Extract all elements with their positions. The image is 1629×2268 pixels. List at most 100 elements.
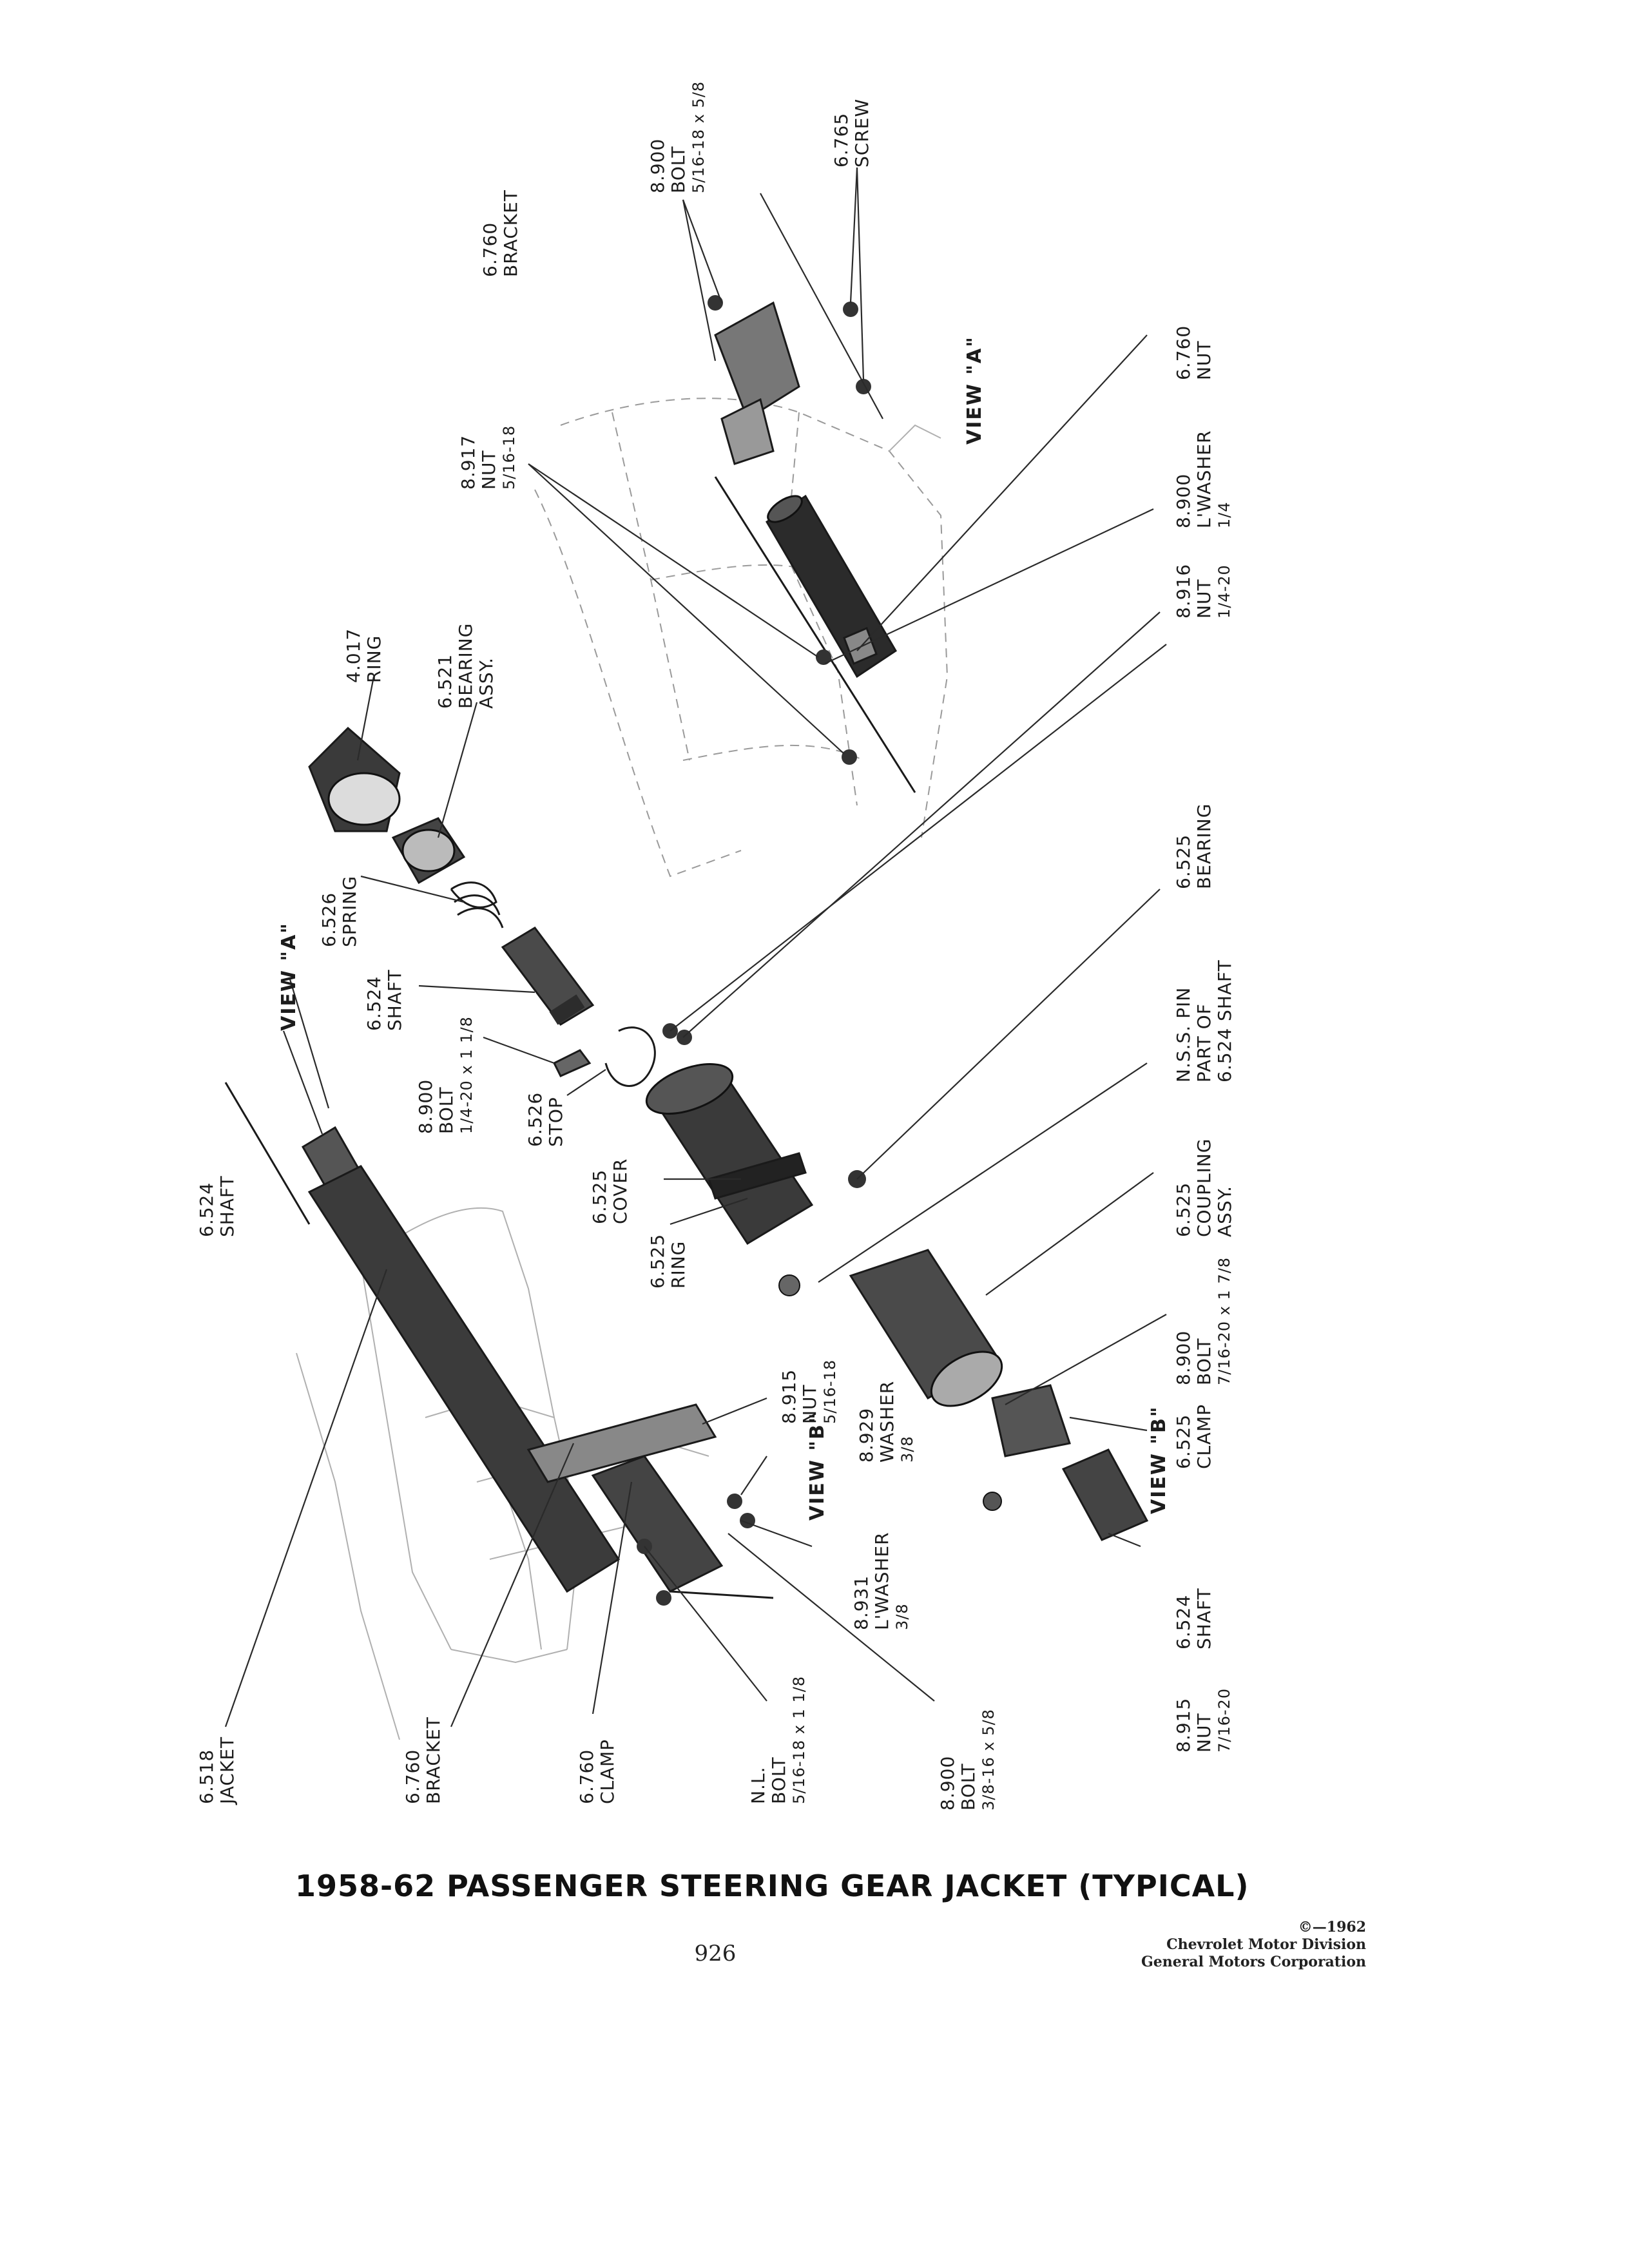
svg-text:RING: RING [668, 1241, 689, 1289]
svg-text:6.525: 6.525 [1173, 1414, 1194, 1469]
upper-column-assembly [708, 295, 916, 793]
callout-bracket-6760-top: 6.760 BRACKET [479, 189, 521, 277]
svg-text:ASSY.: ASSY. [1214, 1186, 1235, 1237]
copyright-credit: ©—1962 Chevrolet Motor Division General … [1057, 1919, 1366, 1971]
callout-bolt-8900-clamp: 8.900 BOLT 7/16-20 x 1 7/8 [1173, 1257, 1233, 1385]
svg-text:1/4: 1/4 [1215, 501, 1233, 528]
callout-bolt-nl: N.L. BOLT 5/16-18 x 1 1/8 [747, 1676, 808, 1804]
callout-ring-4017: 4.017 RING [343, 628, 385, 683]
svg-text:8.900: 8.900 [1173, 474, 1194, 528]
svg-text:6.525: 6.525 [1173, 834, 1194, 889]
svg-text:NUT: NUT [1193, 340, 1215, 380]
stop-6526-part [604, 1026, 656, 1087]
callout-clamp-6525: 6.525 CLAMP [1173, 1404, 1215, 1469]
svg-text:6.524: 6.524 [196, 1182, 217, 1237]
lower-column-assembly [224, 1082, 774, 1606]
svg-text:8.931: 8.931 [851, 1575, 872, 1630]
view-b-label-right: VIEW "B" [1148, 1405, 1170, 1514]
leader-lines [224, 167, 1167, 1727]
callout-nut-8915-mid: 8.915 NUT 5/16-18 [778, 1360, 839, 1424]
copyright-year: ©—1962 [1298, 1919, 1366, 1936]
svg-text:8.929: 8.929 [856, 1408, 877, 1463]
callout-nss-pin: N.S.S. PIN PART OF 6.524 SHAFT [1173, 959, 1235, 1082]
jacket-upper-tube [765, 494, 898, 678]
callout-nut-8917: 8.917 NUT 5/16-18 [458, 425, 518, 490]
svg-text:8.916: 8.916 [1173, 564, 1194, 619]
coupling-assembly [645, 1063, 1149, 1541]
svg-text:8.915: 8.915 [1173, 1698, 1194, 1753]
svg-text:CLAMP: CLAMP [1193, 1404, 1215, 1469]
callout-bearing-6525: 6.525 BEARING [1173, 803, 1215, 889]
callout-cover-6525: 6.525 COVER [589, 1158, 631, 1224]
view-a-label-left: VIEW "A" [278, 922, 300, 1031]
svg-text:SCREW: SCREW [851, 99, 872, 168]
svg-text:6.760: 6.760 [402, 1749, 423, 1804]
credit-line-1: Chevrolet Motor Division [1166, 1936, 1366, 1953]
callout-bolt-8900-stop: 8.900 BOLT 1/4-20 x 1 1/8 [415, 1016, 476, 1134]
svg-text:N.S.S. PIN: N.S.S. PIN [1173, 987, 1194, 1082]
svg-text:COVER: COVER [610, 1158, 631, 1224]
svg-text:BOLT: BOLT [1193, 1338, 1215, 1385]
jacket-upper-end [767, 495, 803, 523]
jacket-6518-part [307, 1165, 621, 1593]
svg-text:BRACKET: BRACKET [500, 189, 521, 277]
svg-text:JACKET: JACKET [217, 1736, 238, 1805]
svg-text:6.760: 6.760 [1173, 325, 1194, 380]
callout-shaft-6524-lower: 6.524 SHAFT [1173, 1588, 1215, 1649]
callout-jacket-6518: 6.518 JACKET [196, 1736, 238, 1805]
view-a-label-top: VIEW "A" [963, 336, 986, 445]
svg-text:BEARING: BEARING [455, 623, 476, 709]
svg-text:6.525: 6.525 [1173, 1182, 1194, 1237]
svg-text:BOLT: BOLT [958, 1763, 979, 1811]
view-labels: VIEW "A" VIEW "A" VIEW "B" VIEW "B" [278, 336, 1170, 1521]
callout-stop-6526: 6.526 STOP [525, 1092, 566, 1147]
svg-text:1/4-20: 1/4-20 [1215, 564, 1233, 619]
callout-coupling-6525: 6.525 COUPLING ASSY. [1173, 1139, 1235, 1237]
shaft-6524-lower-part [1061, 1448, 1149, 1541]
svg-text:6.525: 6.525 [647, 1234, 668, 1289]
callout-nut-6760: 6.760 NUT [1173, 325, 1215, 380]
svg-text:BOLT: BOLT [668, 146, 689, 193]
callout-shaft-6524-upper: 6.524 SHAFT [363, 969, 405, 1031]
svg-text:5/16-18: 5/16-18 [821, 1360, 839, 1424]
svg-text:3/8-16 x 5/8: 3/8-16 x 5/8 [979, 1709, 998, 1811]
svg-text:COUPLING: COUPLING [1193, 1139, 1215, 1237]
svg-text:NUT: NUT [799, 1384, 820, 1424]
svg-text:CLAMP: CLAMP [597, 1739, 618, 1804]
svg-text:RING: RING [363, 635, 385, 683]
credit-line-2: General Motors Corporation [1141, 1954, 1366, 1970]
svg-text:BOLT: BOLT [436, 1086, 457, 1134]
svg-text:6.525: 6.525 [589, 1169, 610, 1224]
ring-6525-part [708, 1152, 807, 1200]
svg-text:7/16-20: 7/16-20 [1215, 1688, 1233, 1753]
figure-caption: 1958-62 PASSENGER STEERING GEAR JACKET (… [295, 1869, 1249, 1903]
callout-screw-6765: 6.765 SCREW [831, 99, 872, 168]
svg-text:5/16-18: 5/16-18 [500, 425, 518, 490]
svg-text:BEARING: BEARING [1193, 803, 1215, 889]
svg-text:6.524 SHAFT: 6.524 SHAFT [1214, 959, 1235, 1082]
svg-text:STOP: STOP [545, 1097, 566, 1147]
svg-text:6.521: 6.521 [434, 654, 456, 709]
svg-text:6.760: 6.760 [479, 222, 501, 277]
callout-shaft-6524-left: 6.524 SHAFT [196, 1175, 238, 1237]
svg-text:6.524: 6.524 [363, 976, 385, 1031]
callout-nut-8916: 8.916 NUT 1/4-20 [1173, 564, 1233, 619]
svg-text:5/16-18 x 1 1/8: 5/16-18 x 1 1/8 [790, 1676, 808, 1804]
svg-text:L'WASHER: L'WASHER [871, 1532, 892, 1630]
svg-text:6.518: 6.518 [196, 1749, 217, 1804]
svg-text:8.900: 8.900 [1173, 1331, 1194, 1385]
svg-text:3/8: 3/8 [898, 1436, 916, 1463]
svg-text:WASHER: WASHER [876, 1381, 898, 1463]
svg-text:ASSY.: ASSY. [476, 657, 497, 709]
callout-washer-8929: 8.929 WASHER 3/8 [856, 1381, 916, 1463]
svg-text:6.760: 6.760 [576, 1749, 597, 1804]
svg-text:4.017: 4.017 [343, 628, 364, 683]
svg-text:8.900: 8.900 [647, 139, 668, 193]
callout-bolt-8900-top: 8.900 BOLT 5/16-18 x 5/8 [647, 81, 708, 193]
svg-text:6.526: 6.526 [525, 1092, 546, 1147]
callout-bearing-6521: 6.521 BEARING ASSY. [434, 623, 497, 709]
svg-text:SHAFT: SHAFT [384, 969, 405, 1031]
callout-bracket-6760-bottom: 6.760 BRACKET [402, 1716, 444, 1804]
svg-text:N.L.: N.L. [747, 1767, 769, 1804]
